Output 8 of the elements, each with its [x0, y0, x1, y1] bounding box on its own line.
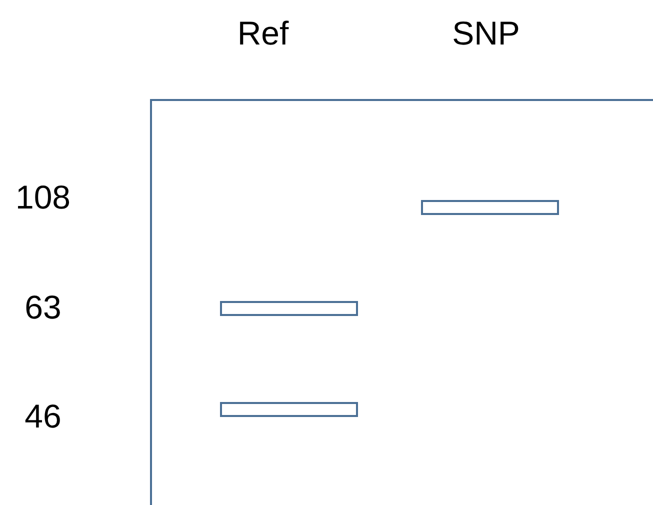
gel-band	[220, 402, 358, 417]
lane-label: Ref	[237, 16, 289, 50]
gel-band	[421, 200, 559, 215]
lane-label: SNP	[452, 16, 520, 50]
size-label: 108	[15, 180, 71, 214]
gel-band	[220, 301, 358, 316]
size-label: 63	[24, 290, 62, 324]
size-label: 46	[24, 400, 62, 432]
